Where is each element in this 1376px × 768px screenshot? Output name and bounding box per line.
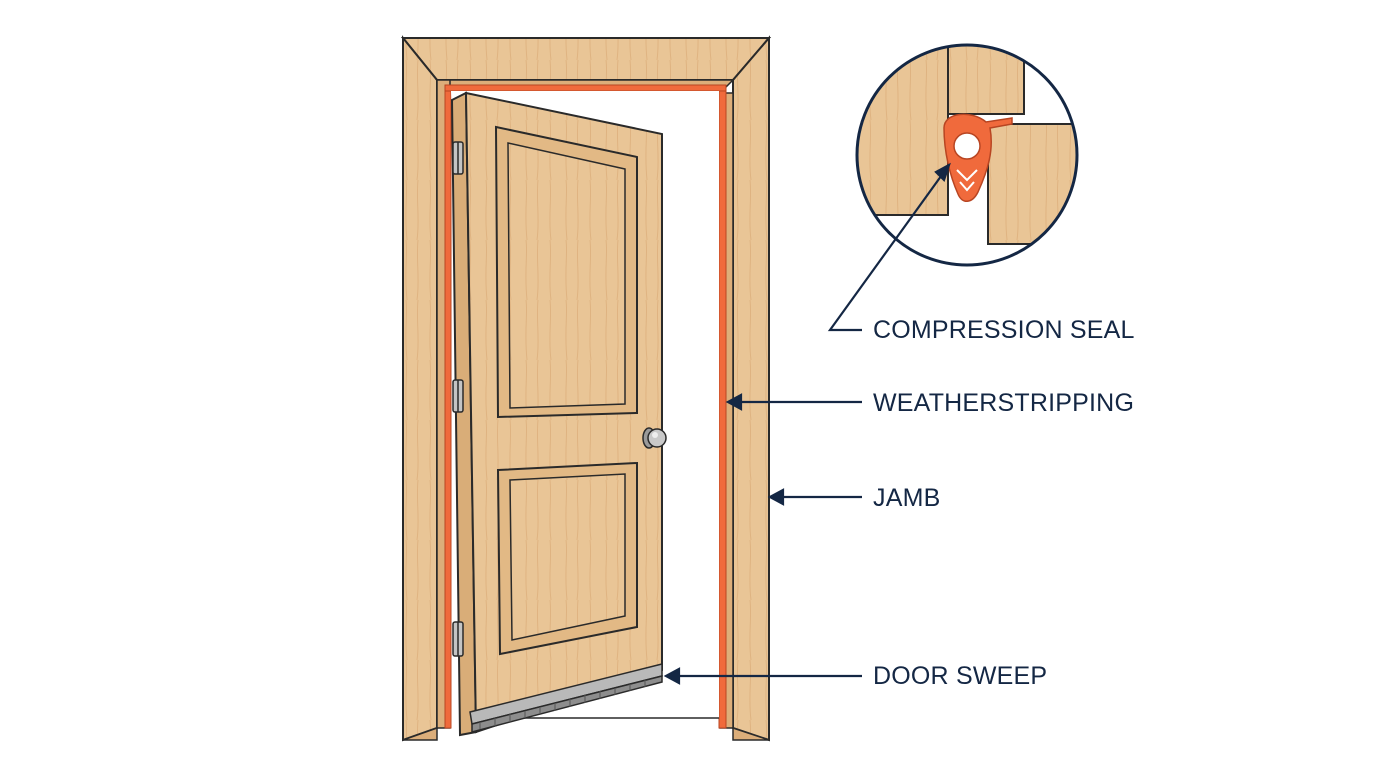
door-knob-icon xyxy=(642,427,667,449)
seal-detail-callout xyxy=(855,43,1079,267)
door-leaf xyxy=(450,91,663,737)
door-casing xyxy=(400,35,772,742)
label-compression-seal: COMPRESSION SEAL xyxy=(873,316,1135,344)
label-weatherstripping: WEATHERSTRIPPING xyxy=(873,389,1135,417)
leader-lines xyxy=(663,162,951,685)
door-sweep xyxy=(469,663,663,733)
label-door-sweep: DOOR SWEEP xyxy=(873,662,1048,690)
door-hinge-icon xyxy=(452,141,464,657)
label-jamb: JAMB xyxy=(873,484,941,512)
